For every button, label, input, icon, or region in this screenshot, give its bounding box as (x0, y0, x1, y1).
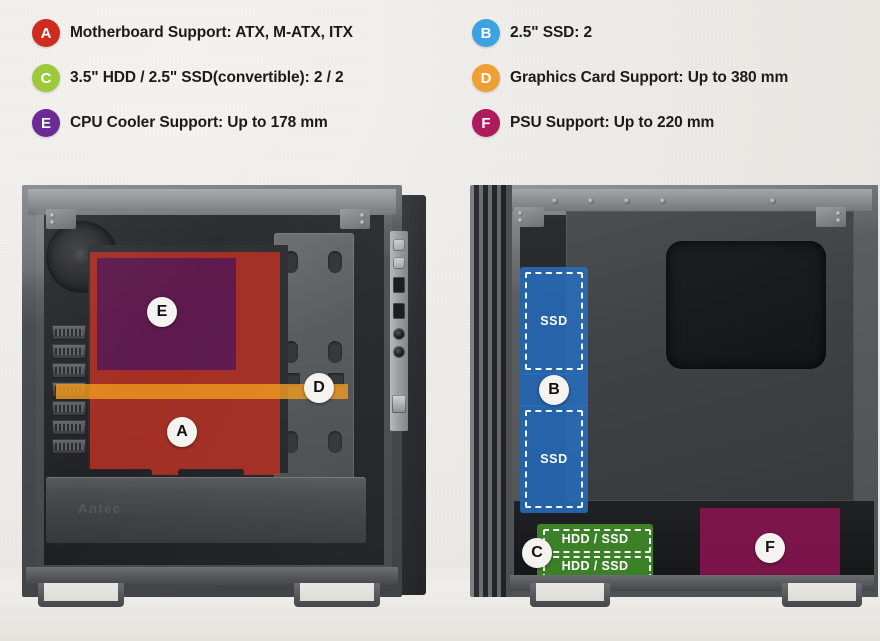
left-case-base-rail (26, 567, 398, 585)
graphics-card-zone-overlay (56, 384, 348, 399)
legend-label-d: Graphics Card Support: Up to 380 mm (510, 69, 789, 86)
screw-icon (552, 198, 558, 204)
case-foot (782, 583, 862, 607)
front-panel-fins (470, 185, 512, 597)
psu-shroud: Antec (46, 469, 366, 543)
pci-slot-cover (52, 325, 86, 340)
drive-bay-icon (392, 395, 406, 413)
corner-bracket (514, 207, 544, 227)
shroud-vent (178, 469, 244, 476)
usb-port-icon (393, 303, 405, 319)
legend-item-a: A Motherboard Support: ATX, M-ATX, ITX (32, 19, 353, 47)
legend-item-c: C 3.5" HDD / 2.5" SSD(convertible): 2 / … (32, 64, 344, 92)
graphics-card-zone-marker: D (304, 373, 334, 403)
left-case-photo: Antec E D A (22, 185, 428, 615)
shroud-vent (86, 469, 152, 476)
ssd-bay-bottom-overlay: SSD (520, 405, 588, 513)
ssd-bay-outline (525, 272, 583, 370)
legend-label-a: Motherboard Support: ATX, M-ATX, ITX (70, 24, 353, 41)
ssd-bay-outline (525, 410, 583, 508)
motherboard-zone-marker: A (167, 417, 197, 447)
power-button-icon[interactable] (393, 239, 405, 251)
screw-icon (624, 198, 630, 204)
microphone-jack-icon (394, 347, 404, 357)
legend-badge-f: F (472, 109, 500, 137)
hdd-bay-label: HDD / SSD (561, 559, 629, 573)
legend-badge-c: C (32, 64, 60, 92)
legend-label-c: 3.5" HDD / 2.5" SSD(convertible): 2 / 2 (70, 69, 344, 86)
bracket-cutout (284, 373, 300, 387)
hdd-bay-label: HDD / SSD (561, 532, 629, 546)
hdd-cage-overlay: HDD / SSD HDD / SSD (537, 524, 653, 582)
ssd-bay-marker: B (539, 375, 569, 405)
legend-label-b: 2.5" SSD: 2 (510, 24, 593, 41)
ssd-bay-label: SSD (540, 452, 568, 466)
corner-bracket (816, 207, 846, 227)
screw-icon (660, 198, 666, 204)
pci-slot-cover (52, 401, 86, 416)
hdd-cage-marker: C (522, 538, 552, 568)
legend-item-e: E CPU Cooler Support: Up to 178 mm (32, 109, 328, 137)
case-foot (38, 583, 124, 607)
legend-item-b: B 2.5" SSD: 2 (472, 19, 592, 47)
cpu-cooler-zone-marker: E (147, 297, 177, 327)
front-io-panel (390, 231, 408, 431)
psu-zone-marker: F (755, 533, 785, 563)
usb-port-icon (393, 277, 405, 293)
legend-badge-a: A (32, 19, 60, 47)
legend-item-f: F PSU Support: Up to 220 mm (472, 109, 714, 137)
screw-icon (770, 198, 776, 204)
corner-bracket (340, 209, 370, 229)
legend-label-f: PSU Support: Up to 220 mm (510, 114, 715, 131)
legend-badge-d: D (472, 64, 500, 92)
legend-item-d: D Graphics Card Support: Up to 380 mm (472, 64, 788, 92)
legend-badge-e: E (32, 109, 60, 137)
pci-slot-stack (52, 325, 86, 473)
legend-label-e: CPU Cooler Support: Up to 178 mm (70, 114, 328, 131)
pci-slot-cover (52, 439, 86, 454)
pci-slot-cover (52, 344, 86, 359)
legend: A Motherboard Support: ATX, M-ATX, ITX B… (0, 0, 880, 152)
bracket-cutout (328, 431, 342, 453)
cpu-cooler-cutout (666, 241, 826, 369)
pci-slot-cover (52, 363, 86, 378)
screw-icon (588, 198, 594, 204)
ssd-bay-label: SSD (540, 314, 568, 328)
case-foot (294, 583, 380, 607)
legend-badge-b: B (472, 19, 500, 47)
reset-button-icon[interactable] (393, 257, 405, 269)
left-case-top-rail (28, 189, 396, 215)
right-case-photo: SSD SSD HDD / SSD HDD / SSD B C F (470, 185, 880, 615)
audio-jack-icon (394, 329, 404, 339)
right-case-top-rail (510, 189, 872, 211)
case-foot (530, 583, 610, 607)
pci-slot-cover (52, 420, 86, 435)
ssd-bay-top-overlay: SSD (520, 267, 588, 375)
bracket-cutout (328, 341, 342, 363)
bracket-cutout (328, 251, 342, 273)
antec-logo: Antec (78, 501, 122, 516)
corner-bracket (46, 209, 76, 229)
